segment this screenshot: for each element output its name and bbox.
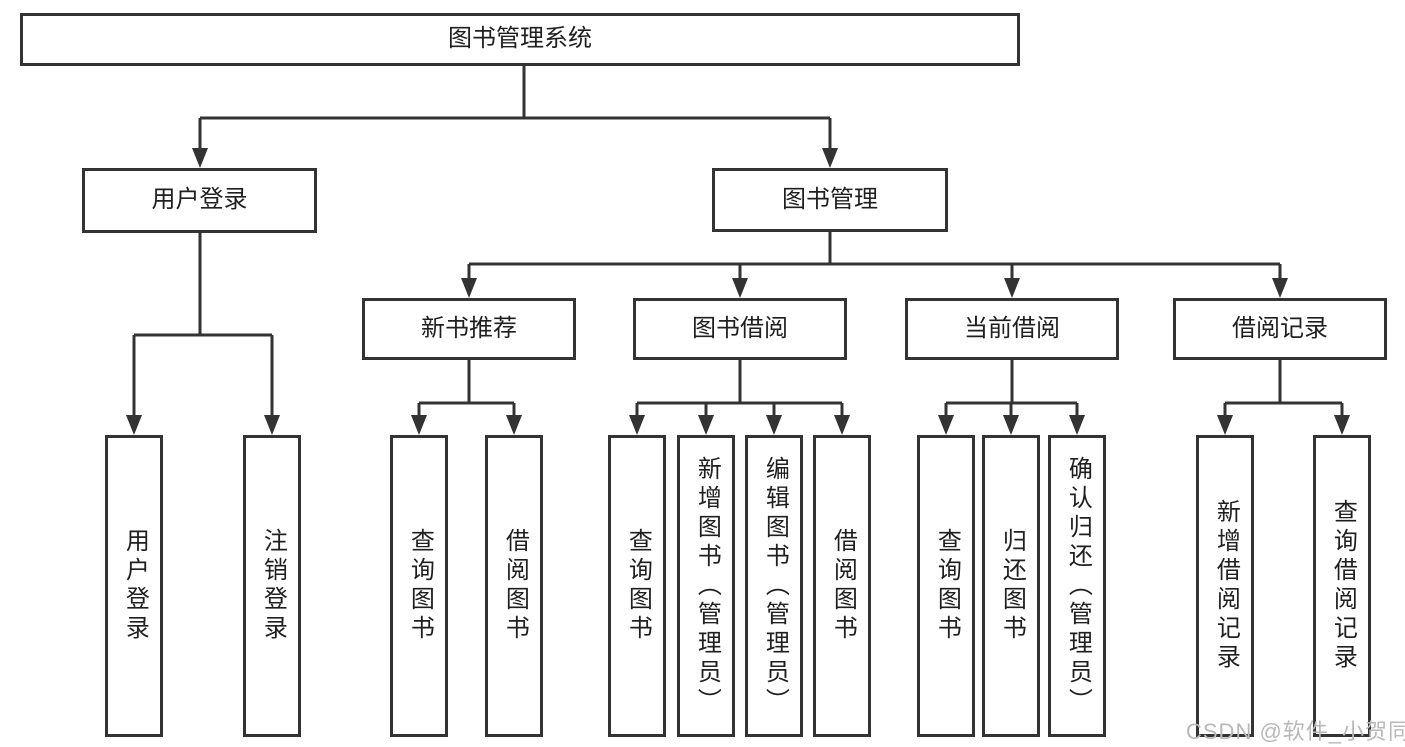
leaf-nbr-borrow-books: 借阅图书 bbox=[485, 435, 543, 737]
leaf-user-login: 用户登录 bbox=[105, 435, 163, 737]
connector-root bbox=[192, 66, 838, 168]
connector-current-borrow bbox=[938, 360, 1085, 435]
arrow-down-icon bbox=[732, 278, 748, 298]
csdn-watermark: CSDN @软件_小贺同学 bbox=[1186, 719, 1405, 744]
node-current-borrow: 当前借阅 bbox=[905, 298, 1119, 360]
connector-book-borrow bbox=[629, 360, 850, 435]
arrow-down-icon bbox=[264, 415, 280, 435]
leaf-bb-borrow-books-label: 借阅图书 bbox=[829, 528, 857, 644]
leaf-user-login-label: 用户登录 bbox=[121, 528, 149, 644]
arrow-down-icon bbox=[192, 148, 208, 168]
leaf-bb-edit-books-admin-label: 编辑图书（管理员） bbox=[761, 455, 789, 717]
connector-borrow-records bbox=[1217, 360, 1350, 435]
leaf-br-query-borrow-record: 查询借阅记录 bbox=[1313, 435, 1371, 737]
leaf-br-add-borrow-record: 新增借阅记录 bbox=[1196, 435, 1254, 737]
arrow-down-icon bbox=[1003, 415, 1019, 435]
leaf-cb-return-books-label: 归还图书 bbox=[998, 528, 1026, 644]
leaf-logout: 注销登录 bbox=[243, 435, 301, 737]
arrow-down-icon bbox=[822, 148, 838, 168]
leaf-cb-confirm-return-admin: 确认归还（管理员） bbox=[1048, 435, 1106, 737]
leaf-bb-borrow-books: 借阅图书 bbox=[813, 435, 871, 737]
node-user-login: 用户登录 bbox=[82, 168, 317, 233]
node-borrow-records: 借阅记录 bbox=[1173, 298, 1387, 360]
node-root: 图书管理系统 bbox=[20, 13, 1020, 66]
arrow-down-icon bbox=[1334, 415, 1350, 435]
arrow-down-icon bbox=[506, 415, 522, 435]
connector-book-management bbox=[461, 232, 1288, 298]
node-new-book-recommend: 新书推荐 bbox=[362, 298, 576, 360]
arrow-down-icon bbox=[411, 415, 427, 435]
node-root-label: 图书管理系统 bbox=[448, 25, 592, 53]
node-book-borrow: 图书借阅 bbox=[633, 298, 847, 360]
leaf-br-add-borrow-record-label: 新增借阅记录 bbox=[1212, 499, 1240, 673]
leaf-bb-query-books-label: 查询图书 bbox=[624, 528, 652, 644]
leaf-cb-query-books-label: 查询图书 bbox=[933, 528, 961, 644]
leaf-cb-return-books: 归还图书 bbox=[982, 435, 1040, 737]
arrow-down-icon bbox=[938, 415, 954, 435]
leaf-bb-add-books-admin-label: 新增图书（管理员） bbox=[693, 455, 721, 717]
node-book-management: 图书管理 bbox=[712, 168, 948, 232]
leaf-nbr-borrow-books-label: 借阅图书 bbox=[501, 528, 529, 644]
node-book-borrow-label: 图书借阅 bbox=[692, 314, 788, 342]
arrow-down-icon bbox=[834, 415, 850, 435]
leaf-bb-query-books: 查询图书 bbox=[608, 435, 666, 737]
leaf-nbr-query-books-label: 查询图书 bbox=[406, 528, 434, 644]
connector-new-book-recommend bbox=[411, 360, 522, 435]
arrow-down-icon bbox=[766, 415, 782, 435]
arrow-down-icon bbox=[1069, 415, 1085, 435]
arrow-down-icon bbox=[698, 415, 714, 435]
connector-user-login bbox=[126, 233, 280, 435]
leaf-bb-add-books-admin: 新增图书（管理员） bbox=[677, 435, 735, 737]
arrow-down-icon bbox=[1272, 278, 1288, 298]
node-current-borrow-label: 当前借阅 bbox=[964, 314, 1060, 342]
node-borrow-records-label: 借阅记录 bbox=[1232, 314, 1328, 342]
node-new-book-recommend-label: 新书推荐 bbox=[421, 314, 517, 342]
leaf-br-query-borrow-record-label: 查询借阅记录 bbox=[1329, 499, 1357, 673]
arrow-down-icon bbox=[1217, 415, 1233, 435]
leaf-logout-label: 注销登录 bbox=[259, 528, 287, 644]
leaf-cb-confirm-return-admin-label: 确认归还（管理员） bbox=[1064, 455, 1092, 717]
leaf-bb-edit-books-admin: 编辑图书（管理员） bbox=[745, 435, 803, 737]
arrow-down-icon bbox=[126, 415, 142, 435]
arrow-down-icon bbox=[629, 415, 645, 435]
leaf-nbr-query-books: 查询图书 bbox=[390, 435, 448, 737]
leaf-cb-query-books: 查询图书 bbox=[917, 435, 975, 737]
arrow-down-icon bbox=[1004, 278, 1020, 298]
node-user-login-label: 用户登录 bbox=[151, 186, 248, 214]
node-book-management-label: 图书管理 bbox=[782, 185, 878, 213]
arrow-down-icon bbox=[461, 278, 477, 298]
